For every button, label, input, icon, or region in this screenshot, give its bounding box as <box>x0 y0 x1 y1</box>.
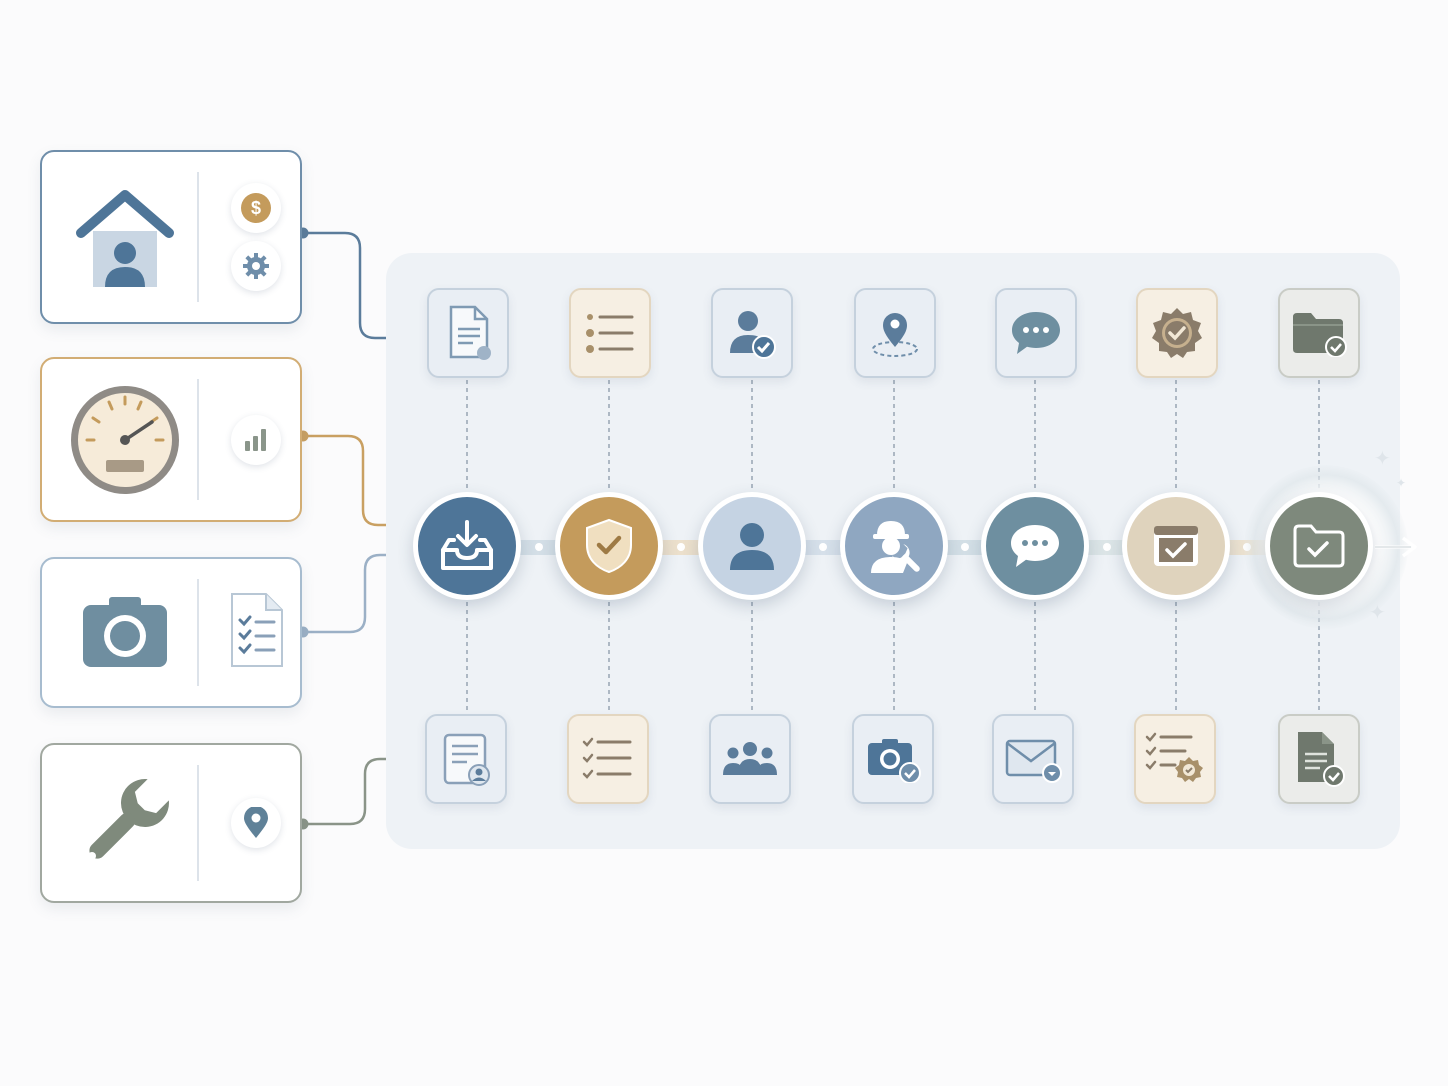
camera-icon <box>60 559 190 706</box>
user-check-icon <box>711 288 793 378</box>
chat-bubble-icon <box>995 288 1077 378</box>
dashed-links <box>466 380 1320 714</box>
user-icon[interactable] <box>698 492 806 600</box>
map-pin-area-icon <box>854 288 936 378</box>
camera-check-icon <box>852 714 934 804</box>
badge-check-icon <box>1136 288 1218 378</box>
connector-inspection <box>303 553 400 634</box>
contact-form-icon <box>425 714 507 804</box>
card-divider <box>197 379 199 500</box>
list-icon <box>569 288 651 378</box>
shield-check-icon[interactable] <box>555 492 663 600</box>
inbox-download-icon[interactable] <box>413 492 521 600</box>
meter-card[interactable] <box>40 357 302 522</box>
checklist-award-icon <box>1134 714 1216 804</box>
sparkle-icon: ✦ <box>1369 602 1386 624</box>
calendar-check-icon[interactable] <box>1122 492 1230 600</box>
chat-bubble-icon[interactable] <box>981 492 1089 600</box>
connector-meter <box>303 434 400 527</box>
speedometer-gauge-icon <box>60 359 190 520</box>
card-divider <box>197 765 199 881</box>
arrow-right-icon <box>1375 536 1417 558</box>
inspection-card[interactable] <box>40 557 302 708</box>
sparkle-icon: ✦ <box>1374 448 1391 470</box>
document-icon <box>427 288 509 378</box>
dollar-coin-icon: $ <box>231 183 281 233</box>
connector-maintenance <box>303 757 401 826</box>
folder-check-icon <box>1278 288 1360 378</box>
sparkle-icon: ✦ <box>1396 476 1407 490</box>
location-pin-icon <box>231 798 281 848</box>
folder-check-icon[interactable] <box>1265 492 1373 600</box>
gear-icon <box>231 241 281 291</box>
bar-chart-icon <box>231 414 281 465</box>
connector-property <box>303 231 398 340</box>
maintenance-card[interactable] <box>40 743 302 903</box>
wrench-icon <box>60 745 190 901</box>
house-with-person-icon <box>60 152 190 322</box>
svg-text:$: $ <box>251 198 261 218</box>
team-icon <box>709 714 791 804</box>
technician-wrench-icon[interactable] <box>840 492 948 600</box>
checklist-document-icon <box>224 590 288 675</box>
checklist-icon <box>567 714 649 804</box>
card-divider <box>197 172 199 302</box>
email-icon <box>992 714 1074 804</box>
document-check-icon <box>1278 714 1360 804</box>
property-card[interactable]: $ <box>40 150 302 324</box>
card-divider <box>197 579 199 686</box>
